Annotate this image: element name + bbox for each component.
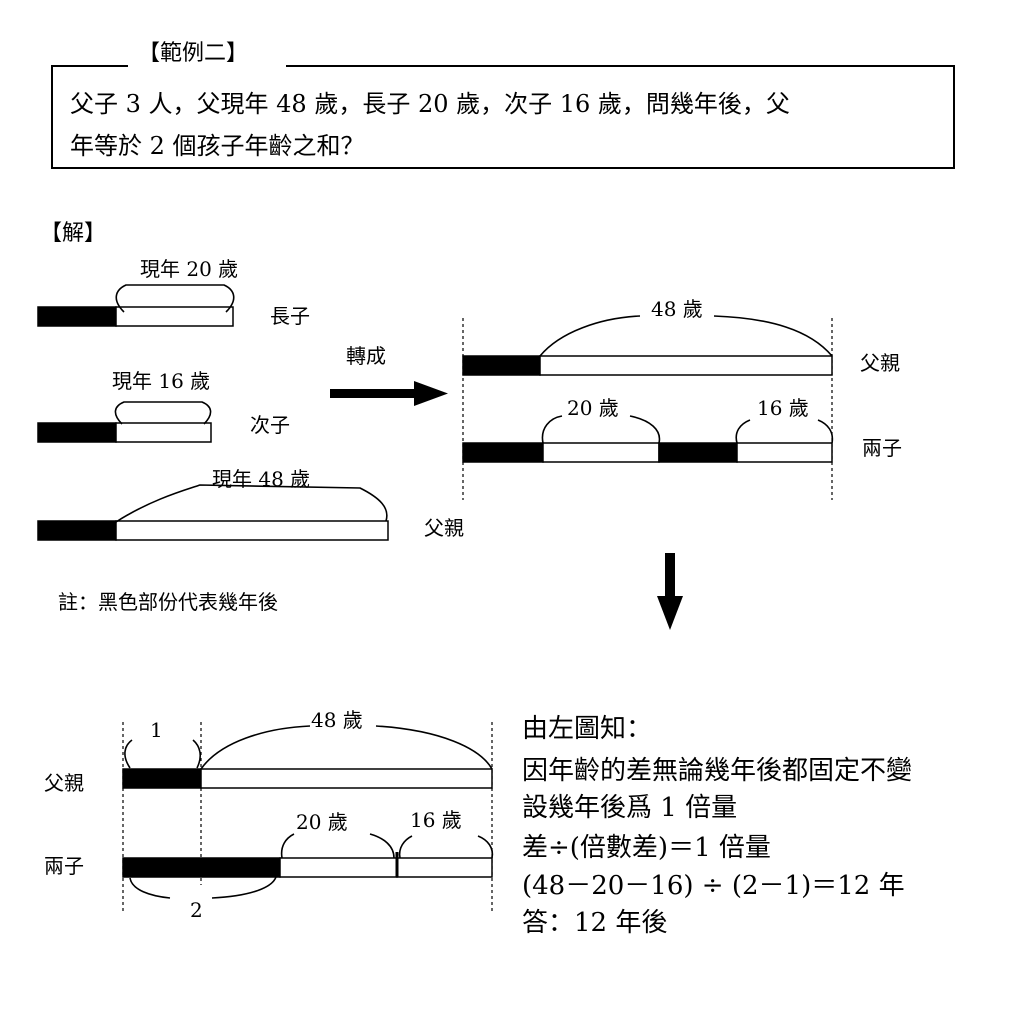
bottom-son2-arc-label: 16 歲 [410,808,462,832]
transform-arrow-head [414,381,448,406]
bottom-one-unit-arc [124,739,202,769]
right-son2-arc [735,419,834,444]
legend-note: 註：黑色部份代表幾年後 [58,590,278,614]
eldest-son-diagram: 現年 20 歲 長子 [37,257,310,328]
bottom-father-age-bar [200,768,493,789]
father-age-arc [115,484,388,523]
right-father-arc-label: 48 歲 [651,297,703,321]
example-title: 【範例二】 [138,41,248,66]
second-future-years-bar [37,422,117,443]
right-son1-arc [541,415,661,444]
bottom-son2-age-bar [396,857,493,878]
bottom-father-arc [200,725,493,770]
bottom-two-unit-label: 2 [190,898,203,922]
solution-heading: 【解】 [40,221,106,246]
transform-label: 轉成 [346,344,386,368]
bottom-father-future-bar [122,768,202,789]
explanation-line-1: 由左圖知： [522,714,652,744]
explanation: 由左圖知： 因年齡的差無論幾年後都固定不變 設幾年後爲 1 倍量 差÷(倍數差)… [522,714,912,938]
right-sons-name: 兩子 [862,436,902,460]
right-son1-future-bar [462,442,544,463]
second-present-age-bar [115,422,212,443]
bottom-sons-future-bar [122,857,281,878]
bottom-son1-arc-label: 20 歲 [296,810,348,834]
bottom-diagram: 1 48 歲 父親 20 歲 16 歲 2 兩子 [44,708,494,922]
eldest-future-years-bar [37,306,117,327]
right-father-name: 父親 [860,351,900,375]
explanation-line-4: 差÷(倍數差)＝1 倍量 [522,833,771,863]
bottom-son1-arc [280,833,395,859]
explanation-line-2: 因年齡的差無論幾年後都固定不變 [522,756,912,786]
bottom-father-arc-label: 48 歲 [311,708,363,732]
father-present-age-bar [115,520,389,541]
bottom-one-unit-label: 1 [150,718,163,742]
eldest-age-arc [115,284,235,313]
right-father-age-bar [539,355,833,376]
eldest-present-age-bar [115,306,234,327]
right-father-arc [539,315,833,357]
father-diagram-left: 現年 48 歲 父親 [37,467,464,541]
question-box-border [51,65,955,169]
right-son2-age-bar [736,442,833,463]
down-arrow-head [657,596,683,630]
right-son1-arc-label: 20 歲 [567,396,619,420]
right-father-future-bar [462,355,541,376]
bottom-son2-arc [398,835,494,859]
bottom-two-unit-arc [129,876,277,899]
second-son-name: 次子 [250,413,290,437]
father-name-left: 父親 [424,516,464,540]
explanation-line-6: 答：12 年後 [522,908,667,938]
explanation-line-5: (48－20－16) ÷ (2－1)＝12 年 [522,871,905,901]
father-future-years-bar [37,520,117,541]
down-arrow-shaft [665,553,675,599]
question-line-1: 父子 3 人，父現年 48 歲，長子 20 歲，次子 16 歲，問幾年後，父 [70,90,790,118]
eldest-age-label: 現年 20 歲 [140,257,238,281]
eldest-son-name: 長子 [270,304,310,328]
bottom-father-name: 父親 [44,771,84,795]
right-son2-future-bar [658,442,738,463]
down-arrow [657,553,683,630]
question-line-2: 年等於 2 個孩子年齡之和？ [70,132,365,160]
transform-arrow-shaft [330,389,418,398]
right-son2-arc-label: 16 歲 [757,396,809,420]
bottom-son1-age-bar [279,857,398,878]
question-box: 【範例二】 父子 3 人，父現年 48 歲，長子 20 歲，次子 16 歲，問幾… [51,41,955,169]
second-age-arc [114,401,212,425]
right-diagram: 48 歲 父親 20 歲 16 歲 兩子 [462,297,902,500]
right-son1-age-bar [542,442,660,463]
second-son-diagram: 現年 16 歲 次子 [37,369,290,443]
explanation-line-3: 設幾年後爲 1 倍量 [522,793,737,823]
second-age-label: 現年 16 歲 [112,369,210,393]
transform-arrow: 轉成 [330,344,448,406]
father-age-label: 現年 48 歲 [212,467,310,491]
bottom-sons-name: 兩子 [44,854,84,878]
